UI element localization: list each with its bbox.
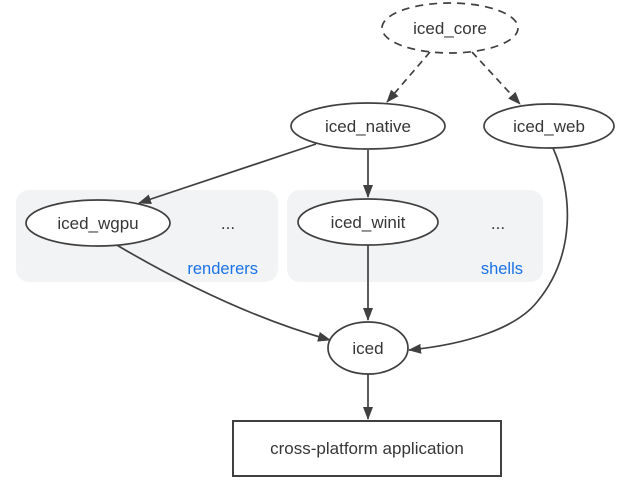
- group-shells-ellipsis: ...: [491, 214, 505, 233]
- node-cross-platform-application-shape: [232, 420, 502, 477]
- node-iced-winit: iced_winit: [297, 198, 439, 246]
- node-cross-platform-application-label: cross-platform application: [270, 439, 464, 458]
- node-iced: iced: [327, 321, 409, 375]
- edge-iced_native-iced_wgpu: [138, 143, 317, 204]
- group-renderers-ellipsis: ...: [221, 214, 235, 233]
- edge-iced_core-iced_web: [471, 51, 521, 105]
- node-iced-core-label: iced_core: [413, 19, 487, 38]
- node-iced-shape: [327, 321, 409, 375]
- node-iced-web-label: iced_web: [513, 117, 585, 136]
- group-shells-label: shells: [481, 260, 523, 278]
- node-iced-native-shape: [290, 102, 446, 150]
- edge-iced_core-iced_native: [386, 51, 431, 103]
- node-iced-wgpu-shape: [25, 199, 171, 247]
- node-iced-web-shape: [483, 103, 615, 149]
- edge-iced_web-iced: [408, 147, 569, 354]
- node-iced-winit-label: iced_winit: [331, 213, 406, 232]
- node-iced-native: iced_native: [290, 102, 446, 150]
- node-iced-web: iced_web: [483, 103, 615, 149]
- node-iced-winit-shape: [297, 198, 439, 246]
- node-iced-core: iced_core: [381, 2, 519, 54]
- node-cross-platform-application: cross-platform application: [232, 420, 502, 477]
- node-iced-wgpu: iced_wgpu: [25, 199, 171, 247]
- node-iced-native-label: iced_native: [325, 117, 411, 136]
- edge-iced_wgpu-iced: [114, 243, 331, 342]
- node-iced-core-shape: [381, 2, 519, 54]
- node-iced-wgpu-label: iced_wgpu: [57, 214, 138, 233]
- group-renderers-label: renderers: [187, 260, 258, 278]
- node-iced-label: iced: [352, 339, 383, 358]
